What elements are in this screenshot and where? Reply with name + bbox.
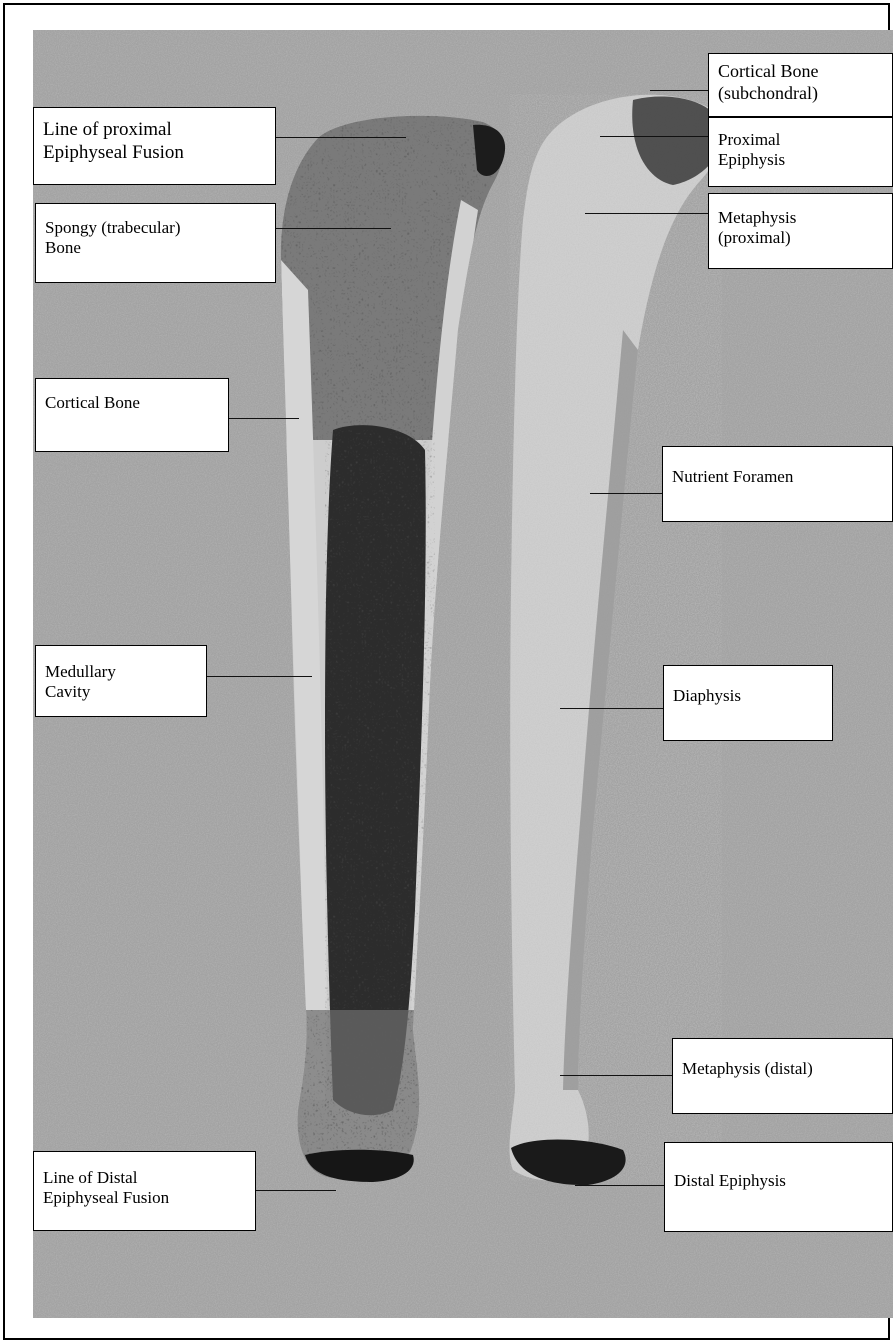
leader-line: [650, 90, 708, 91]
leader-line: [560, 1075, 672, 1076]
leader-line: [590, 493, 662, 494]
label-nutrient-foramen: Nutrient Foramen: [662, 446, 893, 522]
label-metaphysis-proximal: Metaphysis (proximal): [708, 193, 893, 269]
leader-line: [560, 708, 663, 709]
leader-line: [276, 137, 406, 138]
label-diaphysis: Diaphysis: [663, 665, 833, 741]
leader-line: [276, 228, 391, 229]
leader-line: [600, 136, 708, 137]
label-metaphysis-distal: Metaphysis (distal): [672, 1038, 893, 1114]
label-cortical-bone-subchondral: Cortical Bone (subchondral): [708, 53, 893, 117]
label-cortical-bone: Cortical Bone: [35, 378, 229, 452]
label-distal-epiphysis: Distal Epiphysis: [664, 1142, 893, 1232]
leader-line: [229, 418, 299, 419]
leader-line: [207, 676, 312, 677]
leader-line: [256, 1190, 336, 1191]
label-distal-epiphyseal-fusion: Line of Distal Epiphyseal Fusion: [33, 1151, 256, 1231]
leader-line: [585, 213, 708, 214]
label-proximal-epiphysis: Proximal Epiphysis: [708, 117, 893, 187]
label-proximal-epiphyseal-fusion: Line of proximal Epiphyseal Fusion: [33, 107, 276, 185]
label-medullary-cavity: Medullary Cavity: [35, 645, 207, 717]
label-spongy-bone: Spongy (trabecular) Bone: [35, 203, 276, 283]
leader-line: [575, 1185, 665, 1186]
